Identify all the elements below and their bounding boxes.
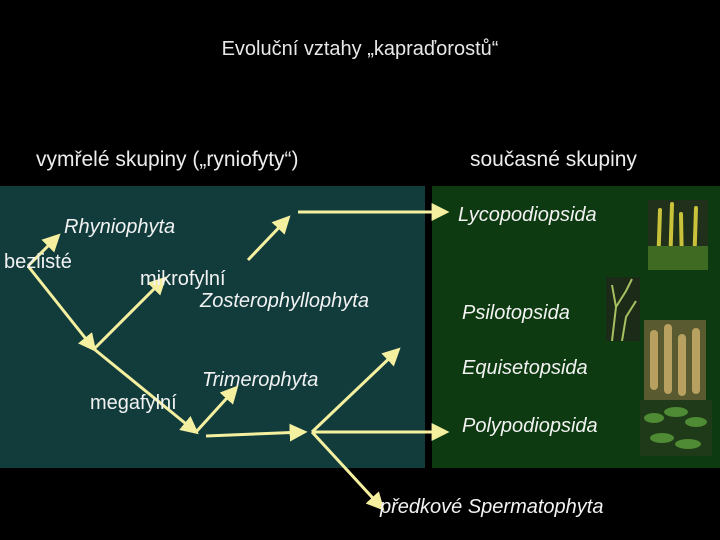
label-trimerophyta: Trimerophyta: [202, 369, 319, 391]
psilotum-photo: [606, 277, 640, 341]
arrow-to-megafylni: [93, 347, 199, 435]
label-bezliste: bezlisté: [4, 251, 72, 273]
label-rhyniophyta: Rhyniophyta: [64, 216, 176, 238]
label-zosterophyllophyta: Zosterophyllophyta: [200, 290, 369, 312]
clubmoss-photo: [648, 200, 708, 270]
fern-photo: [640, 400, 712, 456]
extinct-groups-header: vymřelé skupiny („ryniofyty“): [36, 148, 299, 171]
extinct-groups-panel: [0, 186, 425, 468]
horsetail-photo: [644, 320, 706, 400]
arrow-bezliste-branch: [26, 265, 97, 352]
arrow-to-mikrofylni: [92, 276, 167, 351]
page-title: Evoluční vztahy „kapraďorostů“: [221, 38, 499, 60]
label-mikrofylni: mikrofylní: [140, 268, 226, 290]
arrow-to-rhyniophyta: [26, 233, 61, 268]
label-megafylni: megafylní: [90, 392, 177, 414]
arrow-to-trimerophyta: [194, 385, 239, 434]
arrow-megafylni-split: [205, 423, 308, 442]
arrow-to-lycopodium-line: [246, 215, 291, 262]
label-lycopodiopsida: Lycopodiopsida: [458, 204, 597, 226]
arrow-to-spermatophyta: [310, 430, 385, 511]
label-spermatophyta-ancestors: předkové Spermatophyta: [380, 496, 604, 518]
arrow-to-equisetopsida: [310, 347, 401, 434]
label-polypodiopsida: Polypodiopsida: [462, 415, 598, 437]
label-psilotopsida: Psilotopsida: [462, 302, 570, 324]
label-equisetopsida: Equisetopsida: [462, 357, 588, 379]
extant-groups-header: současné skupiny: [470, 148, 637, 171]
